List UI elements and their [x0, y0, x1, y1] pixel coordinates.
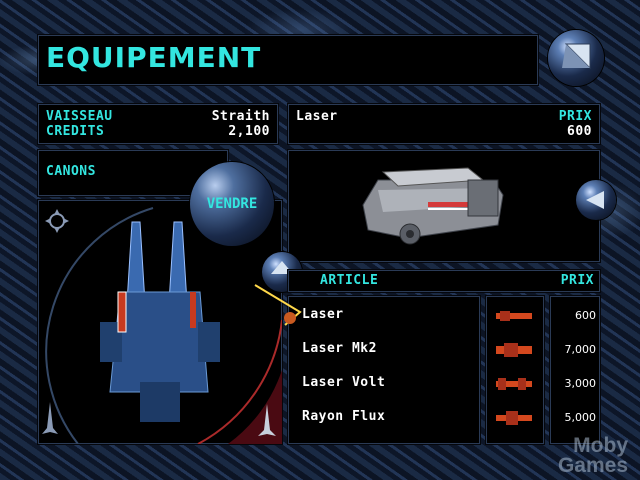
item-price: 5,000	[564, 411, 597, 424]
list-item[interactable]: Laser Mk2 7,000	[288, 334, 600, 368]
item-price: 3,000	[564, 377, 597, 390]
article-list-panel	[288, 296, 480, 444]
price-column-header: PRIX	[560, 273, 594, 288]
rayon-flux-icon	[496, 411, 532, 425]
list-item[interactable]: Laser 600	[288, 300, 600, 334]
selected-item-name: Laser	[296, 109, 338, 124]
right-ship-silhouette-icon[interactable]	[258, 404, 276, 440]
article-column-header: ARTICLE	[320, 273, 379, 288]
ship-label: VAISSEAU	[46, 109, 113, 124]
item-price: 600	[575, 309, 596, 322]
page-title: EQUIPEMENT	[46, 41, 262, 74]
credits-label: CREDITS	[46, 124, 105, 139]
exit-arrow-icon	[562, 43, 591, 70]
laser-volt-icon	[496, 378, 532, 390]
list-header: ARTICLE PRIX	[288, 270, 600, 292]
price-column-panel	[550, 296, 600, 444]
scroll-arrow-icon	[271, 261, 293, 274]
credits-value: 2,100	[228, 124, 270, 139]
watermark-line1: Moby	[573, 434, 628, 457]
prev-arrow-icon	[586, 191, 604, 209]
laser-weapon-image	[362, 167, 504, 245]
ship-name: Straith	[211, 109, 270, 124]
exit-button[interactable]	[548, 30, 604, 86]
list-item[interactable]: Laser Volt 3,000	[288, 368, 600, 402]
sell-label: VENDRE	[206, 196, 258, 212]
item-price: 7,000	[564, 343, 597, 356]
selected-price-label: PRIX	[558, 109, 592, 124]
item-name: Laser Mk2	[302, 341, 377, 356]
item-name: Rayon Flux	[302, 409, 386, 424]
laser-mk2-icon	[496, 343, 532, 357]
next-item-button[interactable]	[576, 180, 616, 220]
left-ship-silhouette-icon[interactable]	[42, 402, 58, 438]
selection-indicator	[254, 284, 302, 326]
weapon-preview-panel	[288, 150, 600, 262]
laser-icon	[496, 311, 532, 321]
header-panel: EQUIPEMENT	[38, 35, 538, 85]
crosshair-icon[interactable]	[44, 208, 70, 234]
item-name: Laser	[302, 307, 344, 322]
selected-price-value: 600	[567, 124, 592, 139]
ship-info-panel: VAISSEAU Straith CREDITS 2,100	[38, 104, 278, 144]
list-item[interactable]: Rayon Flux 5,000	[288, 402, 600, 436]
item-name: Laser Volt	[302, 375, 386, 390]
selected-item-panel: Laser PRIX 600	[288, 104, 600, 144]
ship-icon	[100, 221, 220, 422]
sell-button[interactable]: VENDRE	[190, 162, 274, 246]
watermark: Moby Games	[557, 434, 628, 477]
watermark-line2: Games	[557, 454, 628, 477]
category-label: CANONS	[46, 164, 96, 179]
